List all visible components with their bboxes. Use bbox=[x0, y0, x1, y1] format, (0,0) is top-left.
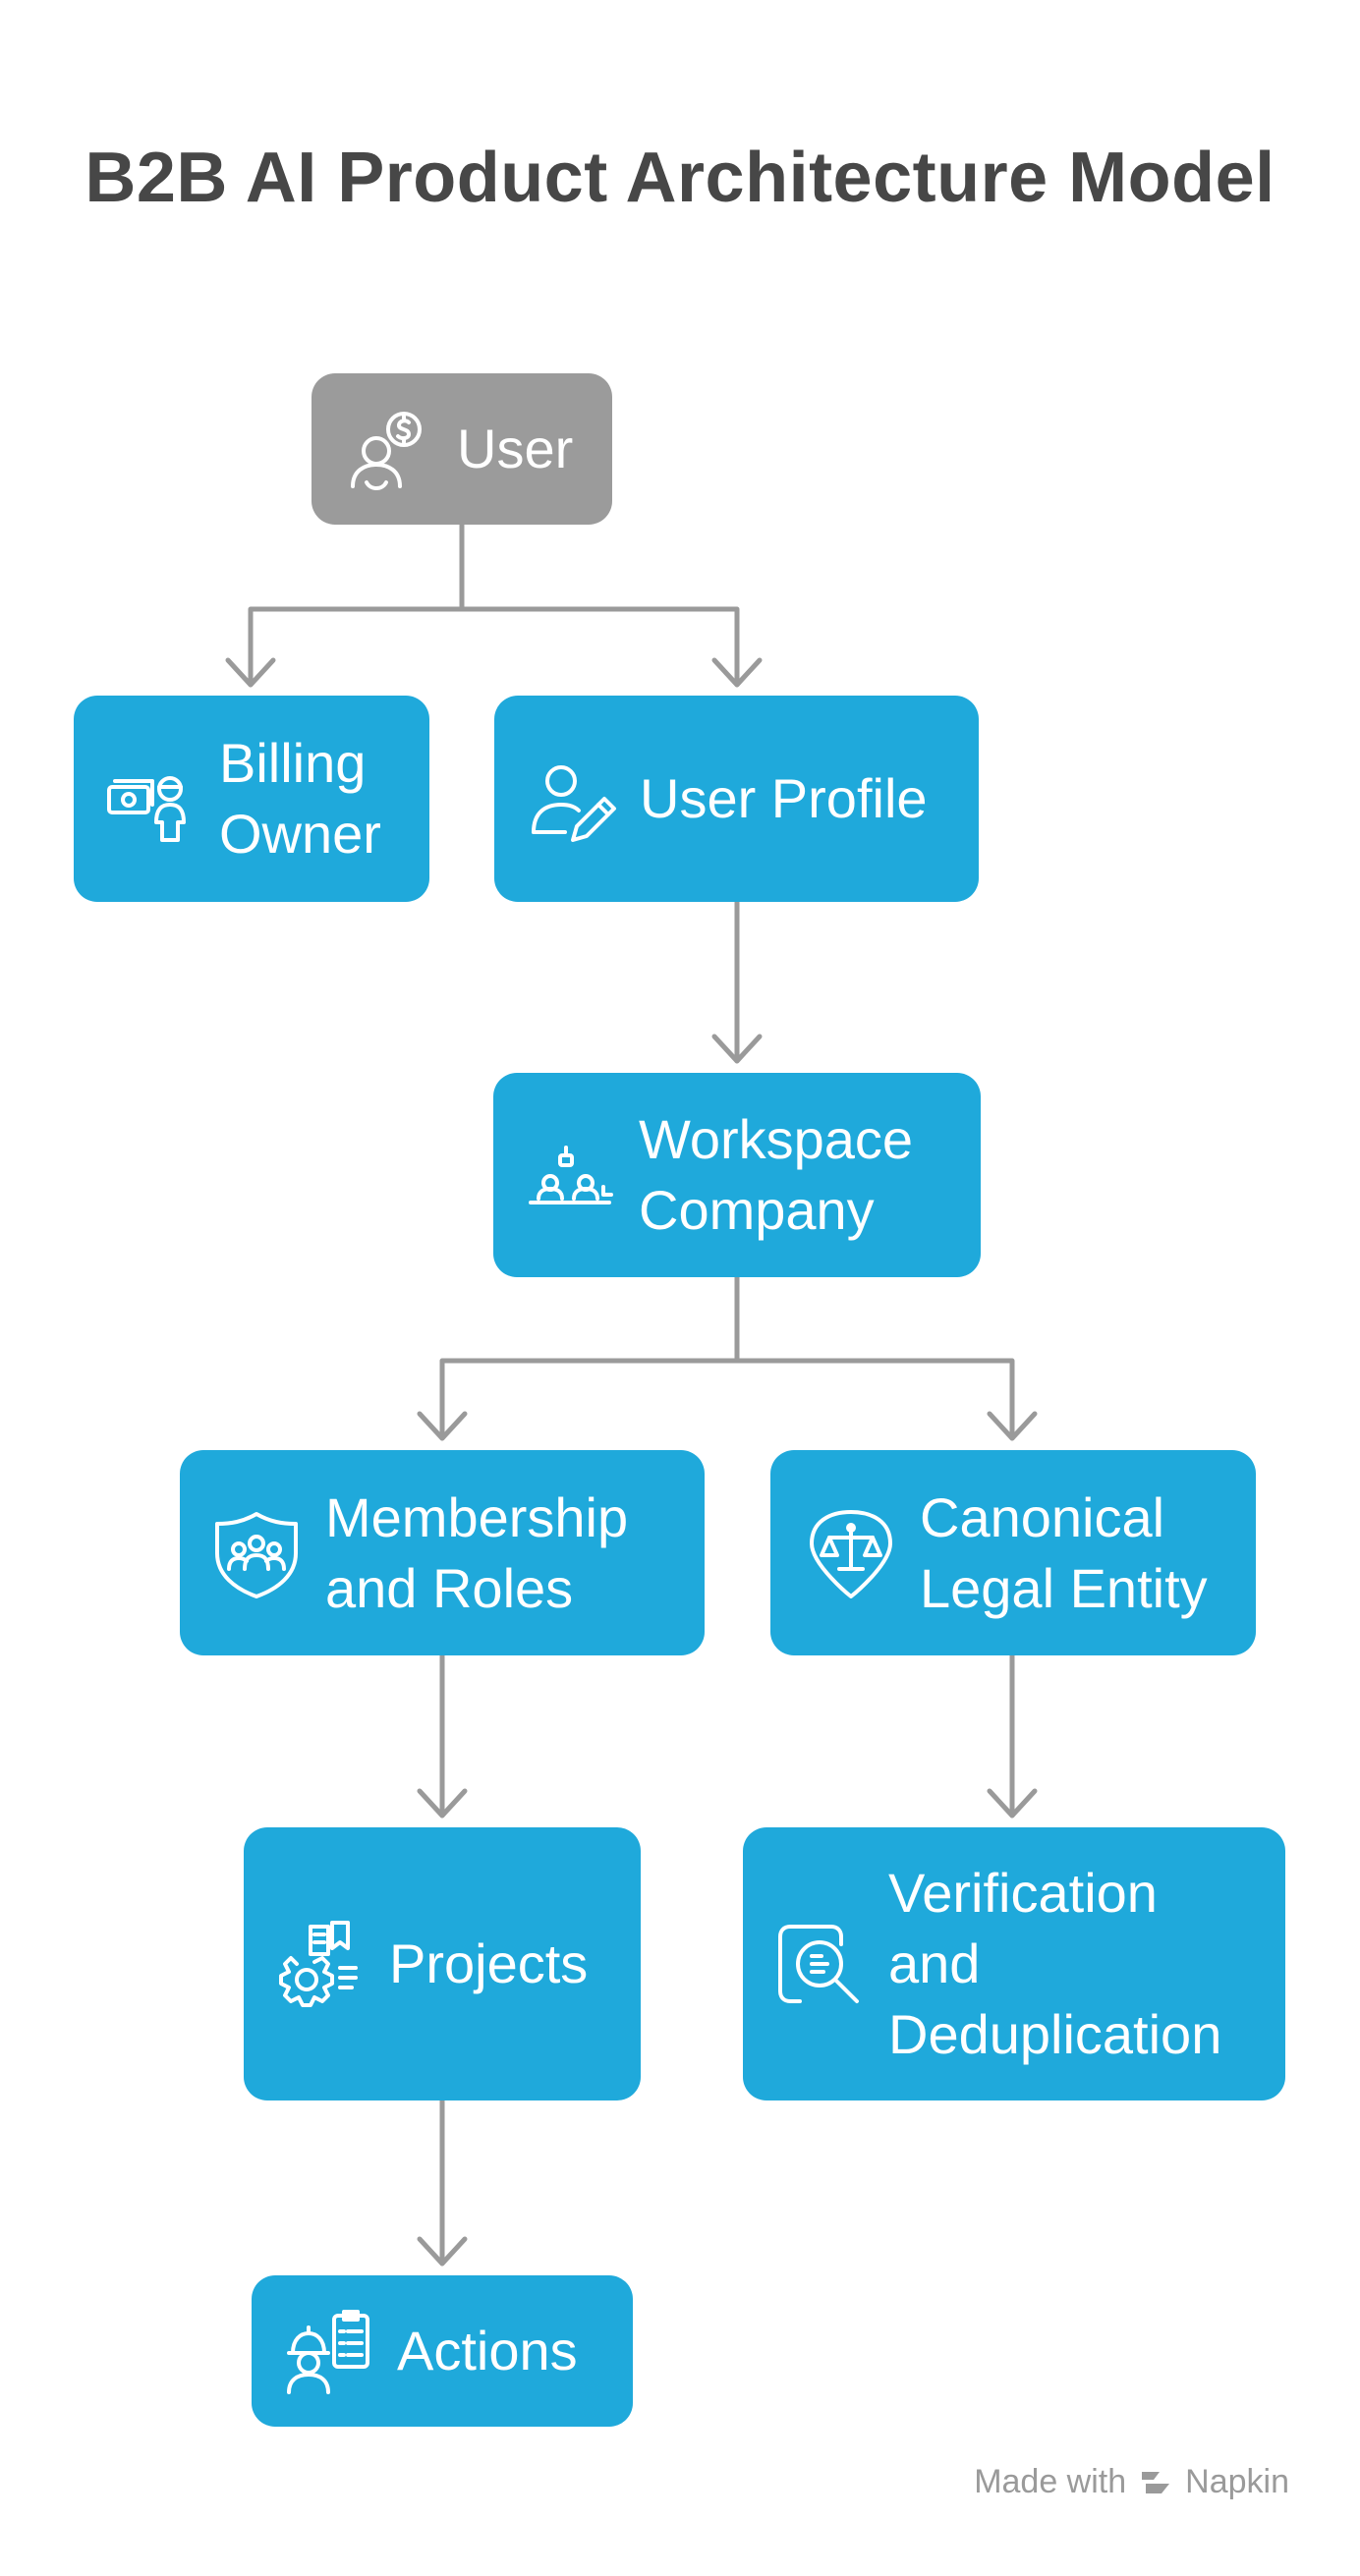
user-edit-icon bbox=[522, 750, 620, 848]
napkin-logo-icon bbox=[1136, 2462, 1175, 2501]
footer-made-with: Made with bbox=[974, 2462, 1127, 2500]
arrowhead-projects bbox=[417, 1788, 468, 1819]
arrowhead-actions bbox=[417, 2236, 468, 2267]
node-billing-owner[interactable]: Billing Owner bbox=[74, 696, 429, 902]
node-legal-entity[interactable]: Canonical Legal Entity bbox=[770, 1450, 1256, 1655]
worker-checklist-icon bbox=[279, 2302, 377, 2400]
footer-credit[interactable]: Made with Napkin bbox=[974, 2462, 1289, 2501]
node-label: User Profile bbox=[640, 767, 928, 829]
node-label: Canonical Legal Entity bbox=[920, 1485, 1208, 1619]
node-membership[interactable]: Membership and Roles bbox=[180, 1450, 705, 1655]
arrowhead-profile bbox=[711, 657, 763, 688]
arrowhead-verification bbox=[987, 1788, 1038, 1819]
user-money-icon bbox=[339, 400, 437, 498]
node-label: User bbox=[457, 418, 574, 479]
footer-brand: Napkin bbox=[1185, 2462, 1289, 2500]
node-workspace[interactable]: Workspace Company bbox=[493, 1073, 981, 1277]
node-verification[interactable]: Verification and Deduplication bbox=[743, 1827, 1285, 2100]
node-actions[interactable]: Actions bbox=[252, 2275, 633, 2427]
node-label: Billing Owner bbox=[219, 732, 381, 865]
node-label: Workspace Company bbox=[639, 1108, 914, 1241]
connector-workspace bbox=[439, 1274, 1015, 1439]
projects-gear-icon bbox=[271, 1915, 369, 2013]
node-label: Verification and Deduplication bbox=[888, 1862, 1222, 2065]
arrowhead-membership bbox=[417, 1411, 468, 1441]
scales-pin-icon bbox=[802, 1504, 900, 1602]
node-label: Projects bbox=[389, 1932, 589, 1994]
node-user-profile[interactable]: User Profile bbox=[494, 696, 979, 902]
billing-owner-icon bbox=[101, 750, 199, 848]
node-user[interactable]: User bbox=[312, 373, 612, 525]
arrowhead-workspace bbox=[711, 1034, 763, 1064]
arrowhead-billing bbox=[225, 657, 276, 688]
node-label: Actions bbox=[397, 2320, 578, 2381]
arrowhead-legal bbox=[987, 1411, 1038, 1441]
diagram-title: B2B AI Product Architecture Model bbox=[85, 139, 1275, 217]
document-search-icon bbox=[770, 1915, 869, 2013]
workspace-icon bbox=[521, 1126, 619, 1224]
node-projects[interactable]: Projects bbox=[244, 1827, 641, 2100]
team-shield-icon bbox=[207, 1504, 306, 1602]
node-label: Membership and Roles bbox=[325, 1485, 629, 1619]
connector-user bbox=[248, 522, 740, 686]
